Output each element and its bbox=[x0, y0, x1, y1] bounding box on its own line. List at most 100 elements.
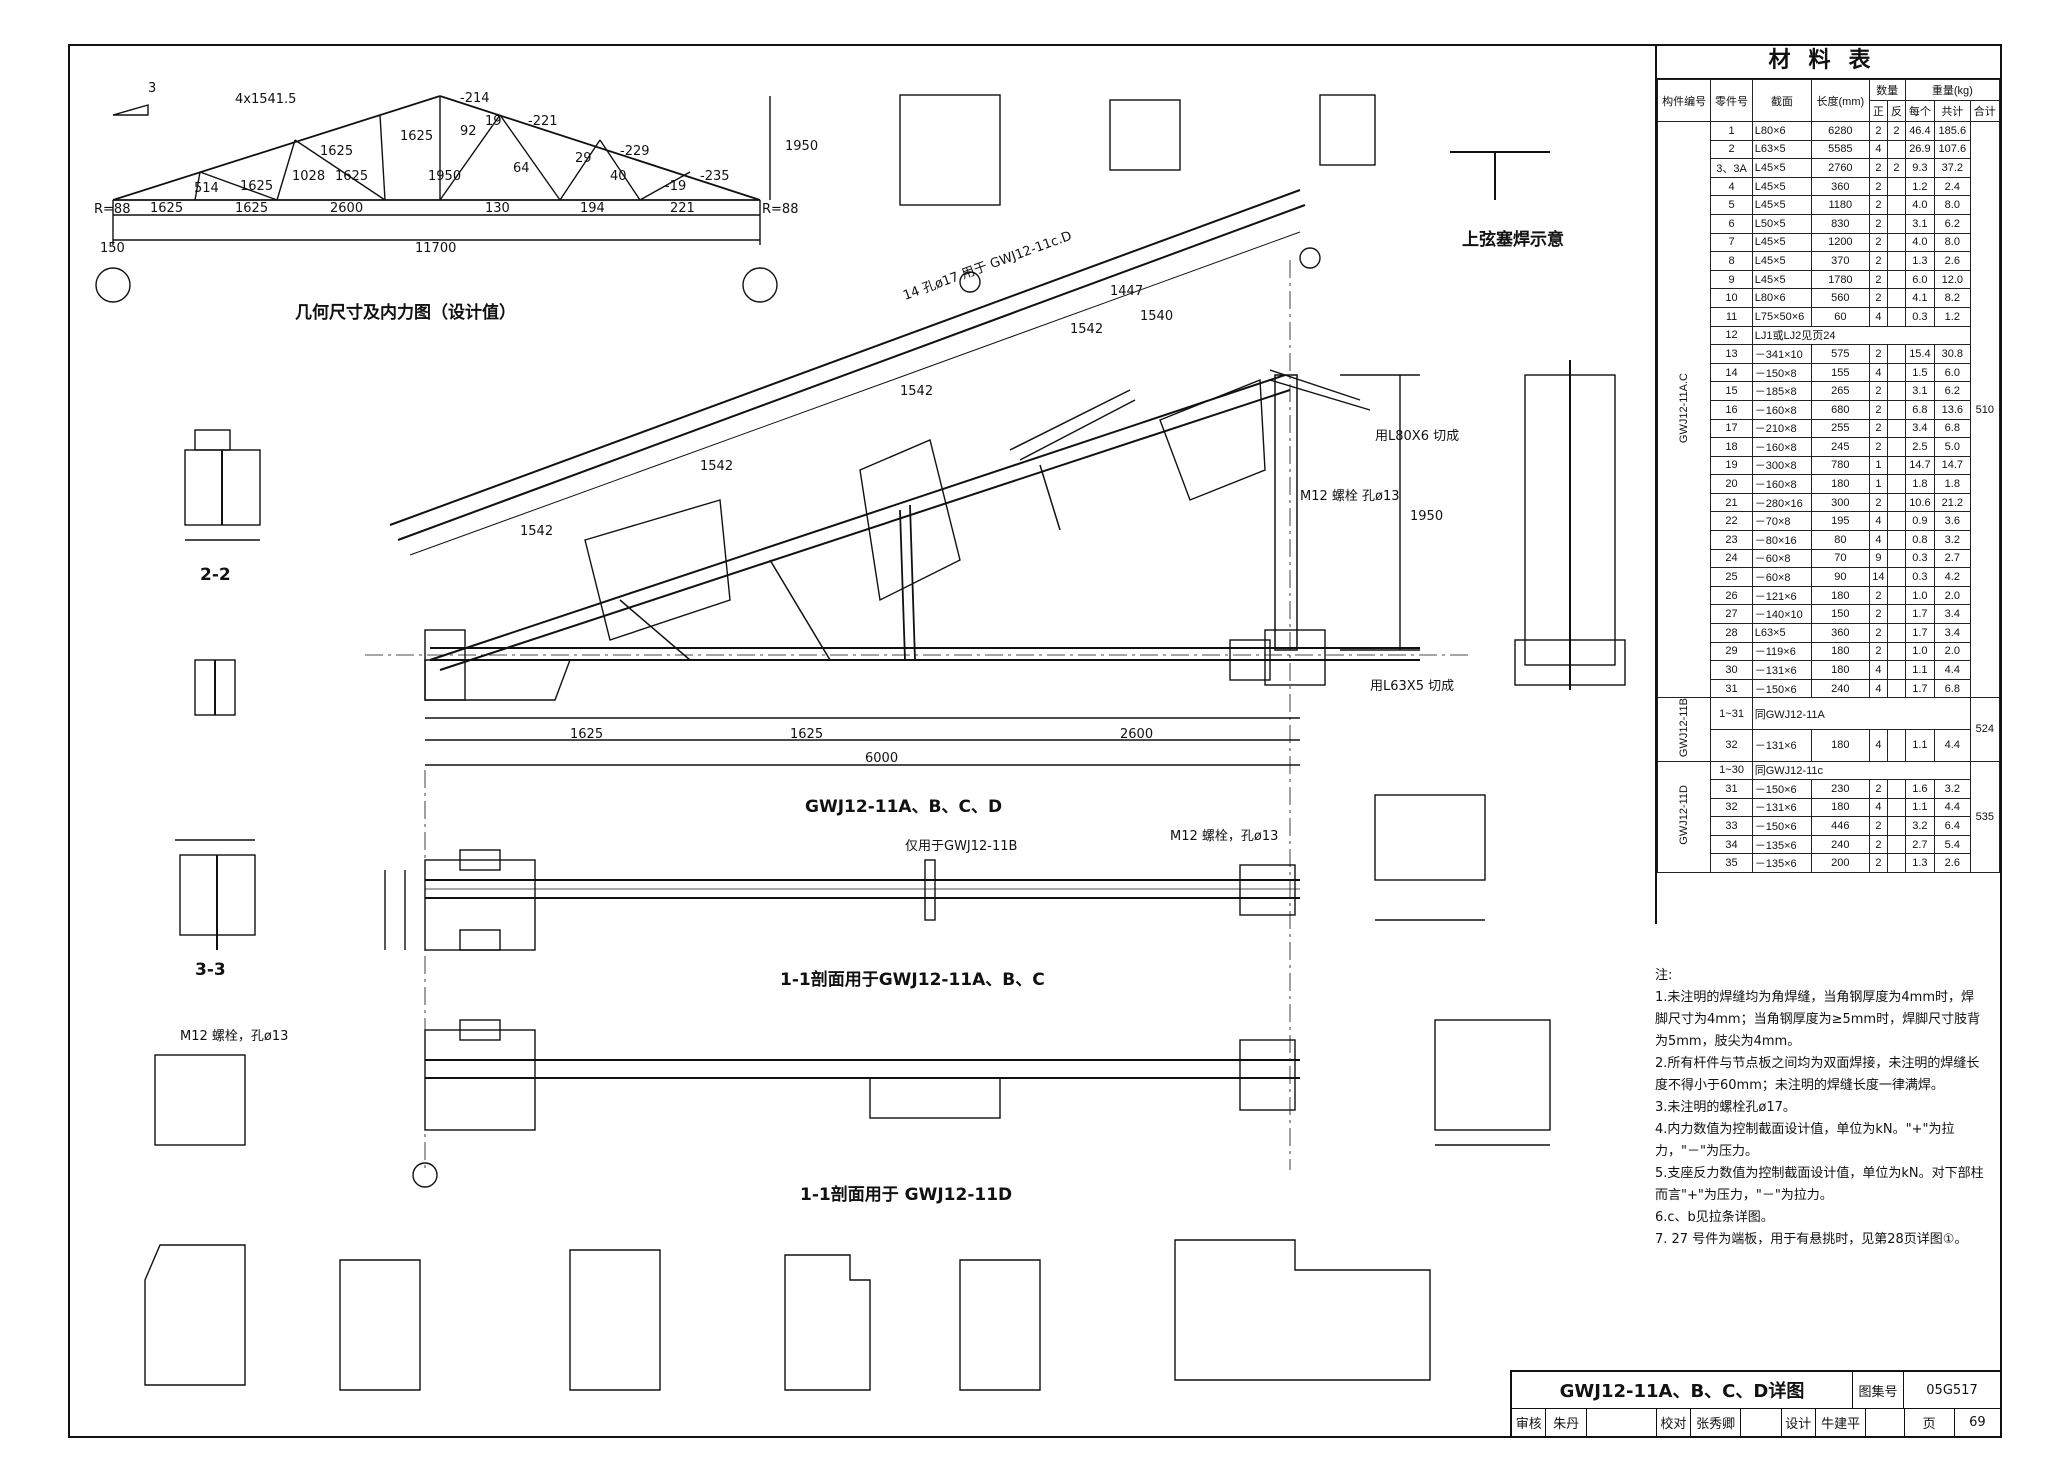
material-cell: 1.5 bbox=[1904, 362, 1936, 383]
material-cell: 2.4 bbox=[1934, 176, 1971, 197]
slope-ratio: 3 bbox=[148, 81, 156, 96]
material-cell: L63×5 bbox=[1751, 623, 1813, 643]
material-cell: 6.8 bbox=[1934, 678, 1971, 699]
material-cell bbox=[1887, 362, 1906, 383]
material-cell: 26.9 bbox=[1904, 139, 1936, 160]
material-cell: －280×16 bbox=[1751, 492, 1813, 513]
col-length: 长度(mm) bbox=[1811, 79, 1870, 122]
material-cell: 15.4 bbox=[1904, 344, 1936, 364]
material-cell bbox=[1887, 853, 1906, 874]
material-cell bbox=[1887, 567, 1906, 587]
section-3-3-label: 3-3 bbox=[195, 960, 226, 980]
material-group-label: GWJ12-11D bbox=[1656, 760, 1712, 874]
material-cell bbox=[1887, 678, 1906, 699]
material-cell: －135×6 bbox=[1751, 853, 1813, 874]
top-seg-2: 1542 bbox=[700, 459, 733, 474]
material-cell: 12.0 bbox=[1934, 269, 1971, 290]
material-cell: 11 bbox=[1710, 306, 1753, 327]
force-10: 1950 bbox=[428, 169, 461, 184]
material-cell bbox=[1887, 437, 1906, 457]
material-cell: 230 bbox=[1811, 779, 1870, 799]
check-label: 校对 bbox=[1657, 1409, 1692, 1436]
material-cell: 14 bbox=[1868, 567, 1889, 587]
material-cell: 2 bbox=[1868, 834, 1889, 855]
col-sum: 共计 bbox=[1934, 100, 1971, 122]
reaction-right: R=88 bbox=[762, 202, 798, 217]
material-cell: 1.1 bbox=[1904, 797, 1936, 818]
material-group-text: GWJ12-11B bbox=[1678, 698, 1691, 758]
support-dim: 150 bbox=[100, 241, 125, 256]
material-cell: 245 bbox=[1811, 437, 1870, 457]
material-cell: 22 bbox=[1710, 511, 1753, 532]
material-cell: 32 bbox=[1710, 797, 1753, 818]
material-cell: 2.0 bbox=[1934, 585, 1971, 606]
material-cell bbox=[1887, 511, 1906, 532]
material-cell: 2 bbox=[1887, 121, 1906, 141]
material-cell: 4.4 bbox=[1934, 660, 1971, 680]
material-cell: L45×5 bbox=[1751, 251, 1813, 271]
material-group-total: 524 bbox=[1969, 697, 2001, 762]
material-cell: 2 bbox=[1868, 585, 1889, 606]
material-cell: 同GWJ12-11A bbox=[1751, 697, 1971, 730]
angle-note-2: 用L63X5 切成 bbox=[1370, 679, 1454, 694]
top-seg-6: 1447 bbox=[1110, 284, 1143, 299]
material-cell: 150 bbox=[1811, 604, 1870, 625]
col-total: 合计 bbox=[1969, 100, 2001, 122]
material-cell: 4 bbox=[1868, 797, 1889, 818]
force-8: 1625 bbox=[335, 169, 368, 184]
material-cell bbox=[1887, 474, 1906, 494]
material-cell: 2 bbox=[1887, 158, 1906, 178]
material-cell: 26 bbox=[1710, 585, 1753, 606]
material-cell: 1.2 bbox=[1904, 176, 1936, 197]
note-7: 7. 27 号件为端板，用于有悬挑时，见第28页详图①。 bbox=[1655, 1232, 1968, 1247]
top-seg-1: 1542 bbox=[520, 524, 553, 539]
material-group-text: GWJ12-11D bbox=[1678, 785, 1691, 846]
material-cell: 23 bbox=[1710, 530, 1753, 550]
material-cell: 30.8 bbox=[1934, 344, 1971, 364]
force-1: -214 bbox=[460, 91, 490, 106]
material-cell: 6.4 bbox=[1934, 816, 1971, 836]
note-3: 3.未注明的螺栓孔ø17。 bbox=[1655, 1100, 1796, 1115]
material-cell: 2 bbox=[1868, 853, 1889, 874]
material-cell: 2.5 bbox=[1904, 437, 1936, 457]
material-cell bbox=[1887, 381, 1906, 401]
height-dim: 1950 bbox=[785, 139, 818, 154]
material-cell: 1 bbox=[1868, 474, 1889, 494]
note-2: 2.所有杆件与节点板之间均为双面焊接，未注明的焊缝长度不得小于60mm；未注明的… bbox=[1655, 1056, 1980, 1093]
material-cell: L80×6 bbox=[1751, 288, 1813, 308]
material-cell: 6.0 bbox=[1904, 269, 1936, 290]
material-cell: 6 bbox=[1710, 213, 1753, 234]
top-chord-dim: 4x1541.5 bbox=[235, 92, 296, 107]
material-cell: 1 bbox=[1710, 121, 1753, 141]
material-cell: 195 bbox=[1811, 511, 1870, 532]
material-cell: 2.6 bbox=[1934, 251, 1971, 271]
top-seg-4: 1542 bbox=[1070, 322, 1103, 337]
page-label: 页 bbox=[1905, 1409, 1955, 1436]
checker: 张秀卿 bbox=[1691, 1409, 1742, 1436]
material-cell: 2 bbox=[1868, 604, 1889, 625]
material-cell: －119×6 bbox=[1751, 641, 1813, 662]
material-cell: L50×5 bbox=[1751, 213, 1813, 234]
material-cell: 180 bbox=[1811, 474, 1870, 494]
force-9: 1625 bbox=[400, 129, 433, 144]
material-cell bbox=[1887, 816, 1906, 836]
review-label: 审核 bbox=[1512, 1409, 1547, 1436]
material-cell: 3、3A bbox=[1710, 158, 1753, 178]
designer: 牛建平 bbox=[1816, 1409, 1867, 1436]
bottom-seg-1: 1625 bbox=[150, 201, 183, 216]
material-cell: －150×6 bbox=[1751, 816, 1813, 836]
material-cell: 2 bbox=[1868, 816, 1889, 836]
material-cell: 31 bbox=[1710, 678, 1753, 699]
force-16: 19 bbox=[485, 114, 502, 129]
material-cell: 2 bbox=[1868, 779, 1889, 799]
checker-signature bbox=[1741, 1409, 1782, 1436]
